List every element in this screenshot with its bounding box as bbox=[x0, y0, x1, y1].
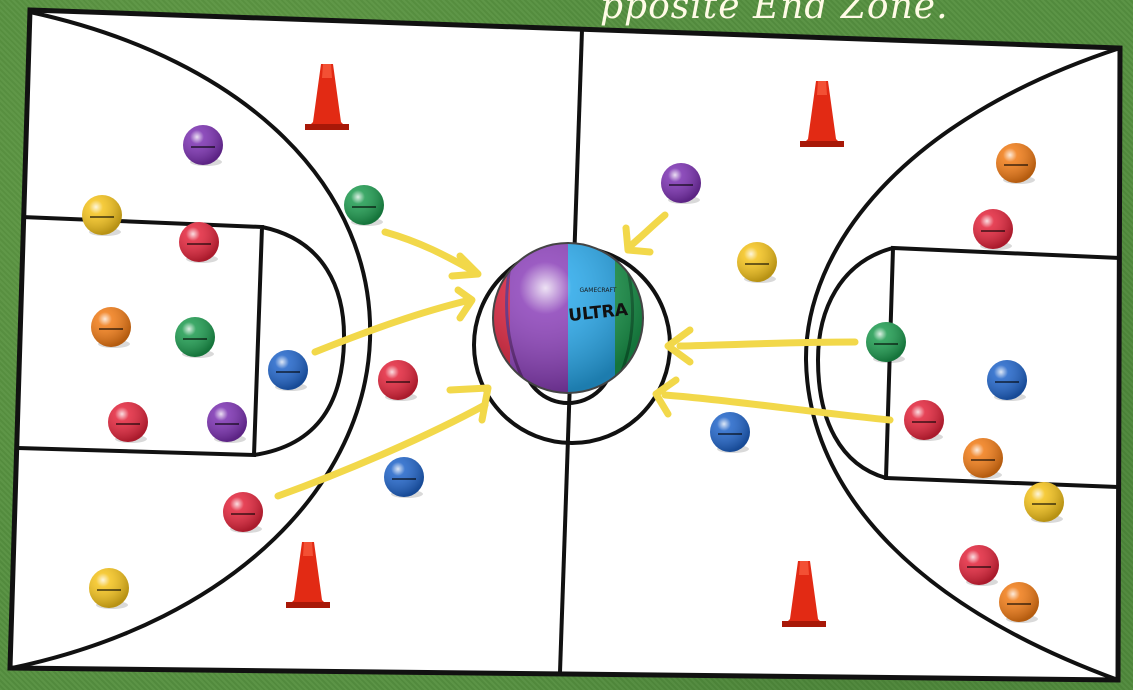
giant-multicolor-ball-icon: GAMECRAFT ULTRA bbox=[493, 243, 645, 393]
ball-brand-small: GAMECRAFT bbox=[580, 287, 617, 294]
instruction-caption: pposite End Zone. bbox=[600, 0, 1020, 27]
